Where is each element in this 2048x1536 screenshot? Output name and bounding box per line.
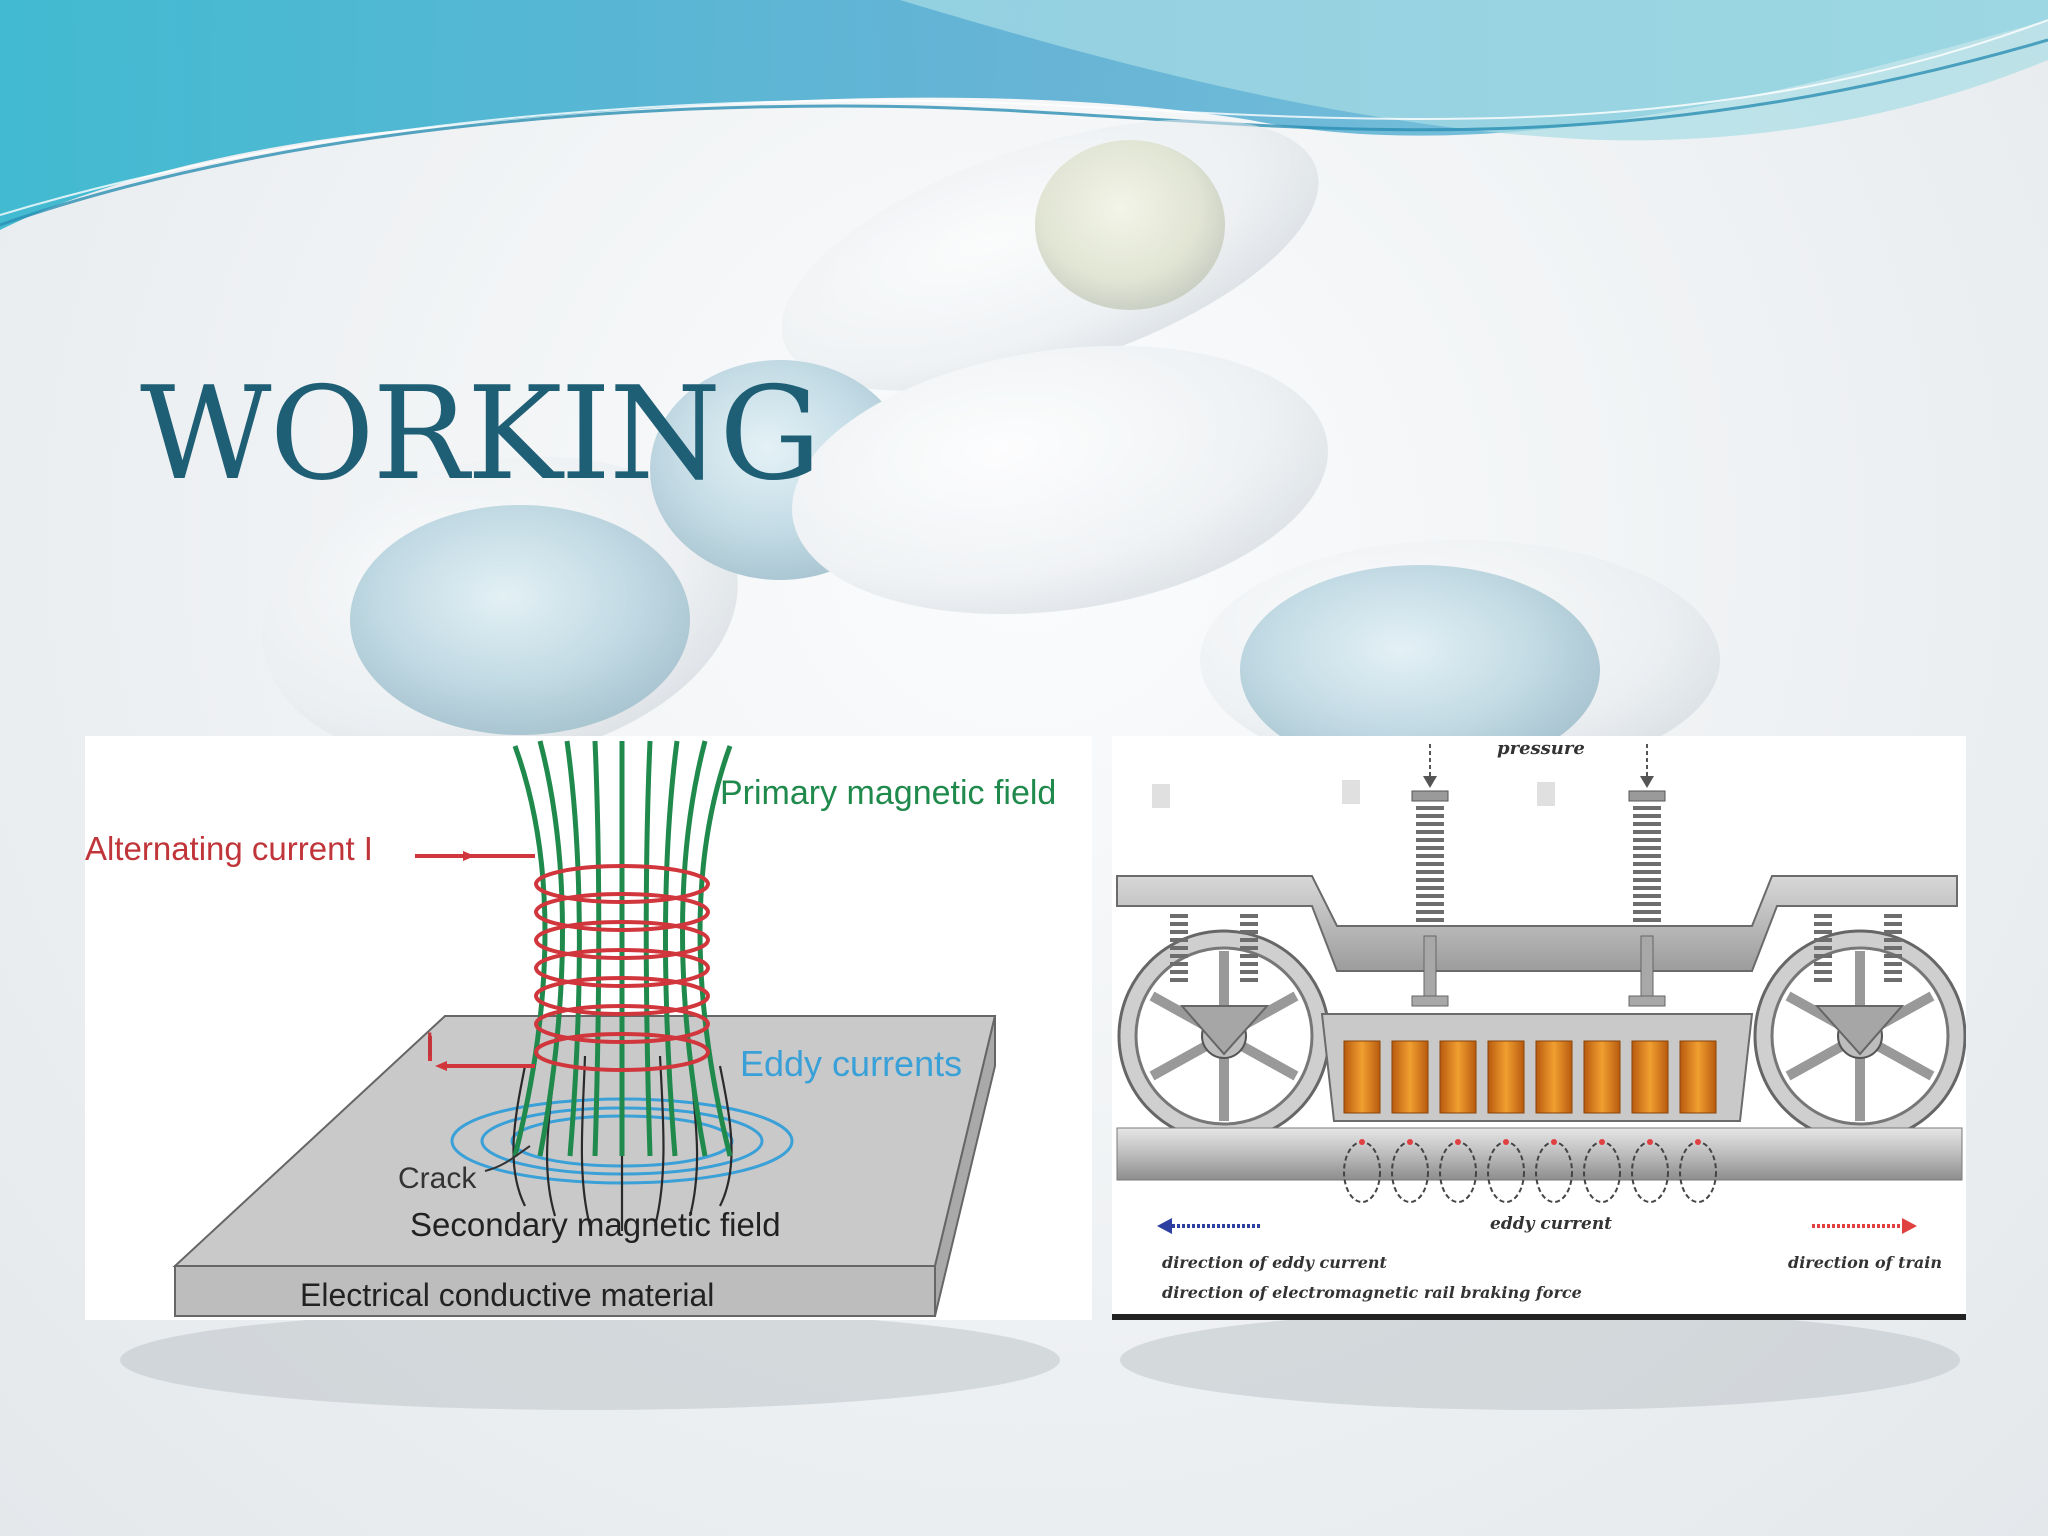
label-crack: Crack — [398, 1162, 477, 1195]
top-wave-line — [0, 38, 2048, 227]
label-primary-magnetic-field: Primary magnetic field — [720, 774, 1056, 812]
conductive-plate-side — [934, 1015, 996, 1317]
spring-coils — [1416, 806, 1661, 930]
label-direction-of-braking-force: direction of electromagnetic rail brakin… — [1162, 1283, 1582, 1302]
eddy-current-brake-svg: pressure — [1112, 738, 1966, 1320]
eddy-current-testing-diagram: Primary magnetic field Alternating curre… — [85, 736, 1092, 1320]
wheel-right — [1753, 929, 1966, 1143]
train-direction-arrow — [1812, 1218, 1917, 1234]
panel-shadow — [120, 1310, 1060, 1410]
panel-shadow — [1120, 1310, 1960, 1410]
label-electrical-conductive-material: Electrical conductive material — [300, 1277, 714, 1313]
label-eddy-current: eddy current — [1490, 1214, 1612, 1234]
pressure-arrow-icon — [1640, 776, 1654, 788]
top-wave-line — [0, 19, 2048, 216]
label-current-return: I — [425, 1026, 434, 1064]
label-pressure: pressure — [1497, 738, 1585, 759]
label-alternating-current: Alternating current I — [85, 830, 373, 867]
brake-rods — [1411, 935, 1666, 1007]
crack-pointer — [484, 1145, 531, 1172]
suspension-springs — [1411, 790, 1666, 802]
rail — [1116, 1127, 1963, 1181]
label-direction-of-eddy-current: direction of eddy current — [1162, 1253, 1388, 1272]
eddy-current-testing-svg: Primary magnetic field Alternating curre… — [85, 740, 1056, 1317]
label-direction-of-train: direction of train — [1788, 1253, 1942, 1272]
capsule-decoration — [262, 119, 1720, 780]
wheel-left — [1117, 929, 1331, 1143]
excitation-coil — [415, 854, 710, 1072]
current-return-arrow-icon — [435, 1061, 447, 1071]
current-arrow-icon — [463, 851, 475, 861]
watermark-marks — [1152, 780, 1555, 808]
wheel-springs — [1170, 914, 1902, 982]
eddy-current-arrow-icons — [1359, 1139, 1701, 1145]
electromagnet-coils — [1343, 1040, 1717, 1114]
pressure-arrows — [1429, 744, 1648, 781]
label-eddy-currents: Eddy currents — [740, 1043, 962, 1084]
eddy-direction-arrow — [1157, 1218, 1262, 1234]
label-secondary-magnetic-field: Secondary magnetic field — [410, 1206, 781, 1243]
eddy-current-brake-diagram: pressure — [1112, 736, 1966, 1320]
panel-bottom-bar — [1112, 1314, 1966, 1320]
slide-title: WORKING — [140, 360, 821, 509]
bogie-frame — [1116, 875, 1958, 972]
pressure-arrow-icon — [1423, 776, 1437, 788]
